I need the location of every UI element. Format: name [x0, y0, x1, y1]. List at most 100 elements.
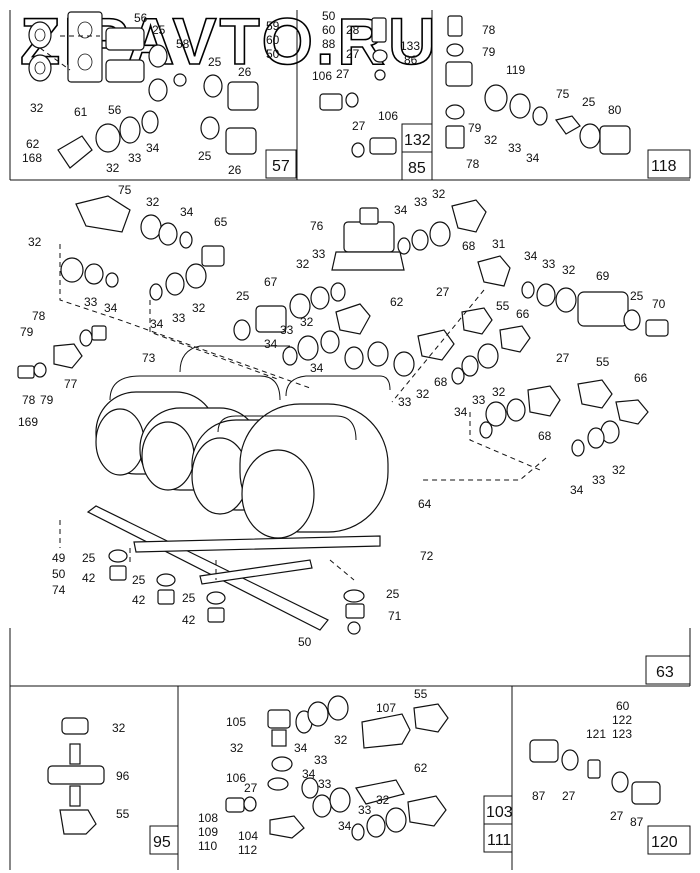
panel-120-parts: [529, 739, 661, 805]
callout: 33: [358, 803, 372, 817]
callout: 33: [280, 323, 294, 337]
callout: 73: [142, 351, 156, 365]
callout: 27: [352, 119, 366, 133]
main-assembly-parts: [17, 195, 669, 635]
callout: 60: [266, 33, 280, 47]
callout: 27: [436, 285, 450, 299]
callout: 106: [378, 109, 398, 123]
callout: 42: [82, 571, 96, 585]
callout: 27: [610, 809, 624, 823]
callout: 33: [314, 753, 328, 767]
callout: 119: [506, 63, 525, 77]
callout: 33: [172, 311, 186, 325]
callout: 106: [226, 771, 246, 785]
callout: 78: [22, 393, 36, 407]
callout: 26: [238, 65, 252, 79]
callout: 32: [106, 161, 120, 175]
callout: 96: [116, 769, 130, 783]
callout: 77: [64, 377, 78, 391]
callout: 26: [228, 163, 242, 177]
callout: 79: [20, 325, 34, 339]
callout: 56: [134, 11, 148, 25]
callout: 33: [592, 473, 606, 487]
ref-95: 95: [153, 834, 171, 851]
callout: 123: [612, 727, 632, 741]
callout: 25: [630, 289, 644, 303]
ref-85: 85: [408, 160, 426, 177]
callout: 34: [146, 141, 160, 155]
panel-57-parts: [28, 11, 259, 169]
callout: 32: [146, 195, 160, 209]
callout: 79: [482, 45, 496, 59]
ref-103: 103: [486, 804, 513, 821]
callout: 32: [432, 187, 446, 201]
callout: 34: [150, 317, 164, 331]
callout: 62: [26, 137, 40, 151]
callout: 34: [338, 819, 352, 833]
ref-118: 118: [651, 158, 677, 175]
callout: 109: [198, 825, 218, 839]
callout: 32: [334, 733, 348, 747]
callout: 25: [236, 289, 250, 303]
callout: 107: [376, 701, 396, 715]
callout: 80: [608, 103, 622, 117]
callout: 32: [484, 133, 498, 147]
callout: 32: [296, 257, 310, 271]
callout: 33: [318, 777, 332, 791]
callout: 27: [336, 67, 350, 81]
callout: 34: [526, 151, 540, 165]
callout: 64: [418, 497, 432, 511]
callout: 76: [310, 219, 324, 233]
callout: 25: [386, 587, 400, 601]
callout: 122: [612, 713, 632, 727]
callout: 169: [18, 415, 38, 429]
callout: 32: [562, 263, 576, 277]
callout: 32: [492, 385, 506, 399]
callout: 105: [226, 715, 246, 729]
ref-132: 132: [404, 132, 431, 149]
callout: 55: [496, 299, 510, 313]
callout: 110: [198, 839, 217, 853]
callout: 33: [508, 141, 522, 155]
callout: 50: [298, 635, 312, 649]
callout: 50: [322, 9, 336, 23]
callout: 25: [208, 55, 222, 69]
callout: 78: [466, 157, 480, 171]
panel-95-parts: [47, 717, 105, 835]
callout: 34: [454, 405, 468, 419]
ref-57: 57: [272, 158, 290, 175]
callout: 121: [586, 727, 606, 741]
callout: 42: [132, 593, 146, 607]
callout: 34: [570, 483, 584, 497]
callout: 78: [32, 309, 46, 323]
callouts-main: 75 32 34 65 32 33 34 34 33 32 76 34 33 3…: [18, 183, 666, 649]
callout: 34: [524, 249, 538, 263]
callout: 168: [22, 151, 42, 165]
callout: 32: [230, 741, 244, 755]
callout: 34: [104, 301, 118, 315]
callout: 108: [198, 811, 218, 825]
callout: 72: [420, 549, 434, 563]
callout: 31: [492, 237, 506, 251]
callout: 104: [238, 829, 258, 843]
callout: 79: [468, 121, 482, 135]
callout: 62: [414, 761, 428, 775]
callout: 34: [310, 361, 324, 375]
callout: 75: [118, 183, 132, 197]
callout: 59: [266, 19, 280, 33]
callout: 88: [322, 37, 336, 51]
callout: 69: [596, 269, 610, 283]
callouts-panel-95: 32 96 55: [112, 721, 130, 821]
callout: 50: [52, 567, 66, 581]
callout: 27: [346, 47, 360, 61]
callout: 68: [434, 375, 448, 389]
callout: 70: [652, 297, 666, 311]
callout: 60: [616, 699, 630, 713]
callout: 34: [180, 205, 194, 219]
callout: 75: [556, 87, 570, 101]
callout: 25: [132, 573, 146, 587]
callout: 66: [634, 371, 648, 385]
ref-120: 120: [651, 834, 678, 851]
ref-63: 63: [656, 664, 674, 681]
